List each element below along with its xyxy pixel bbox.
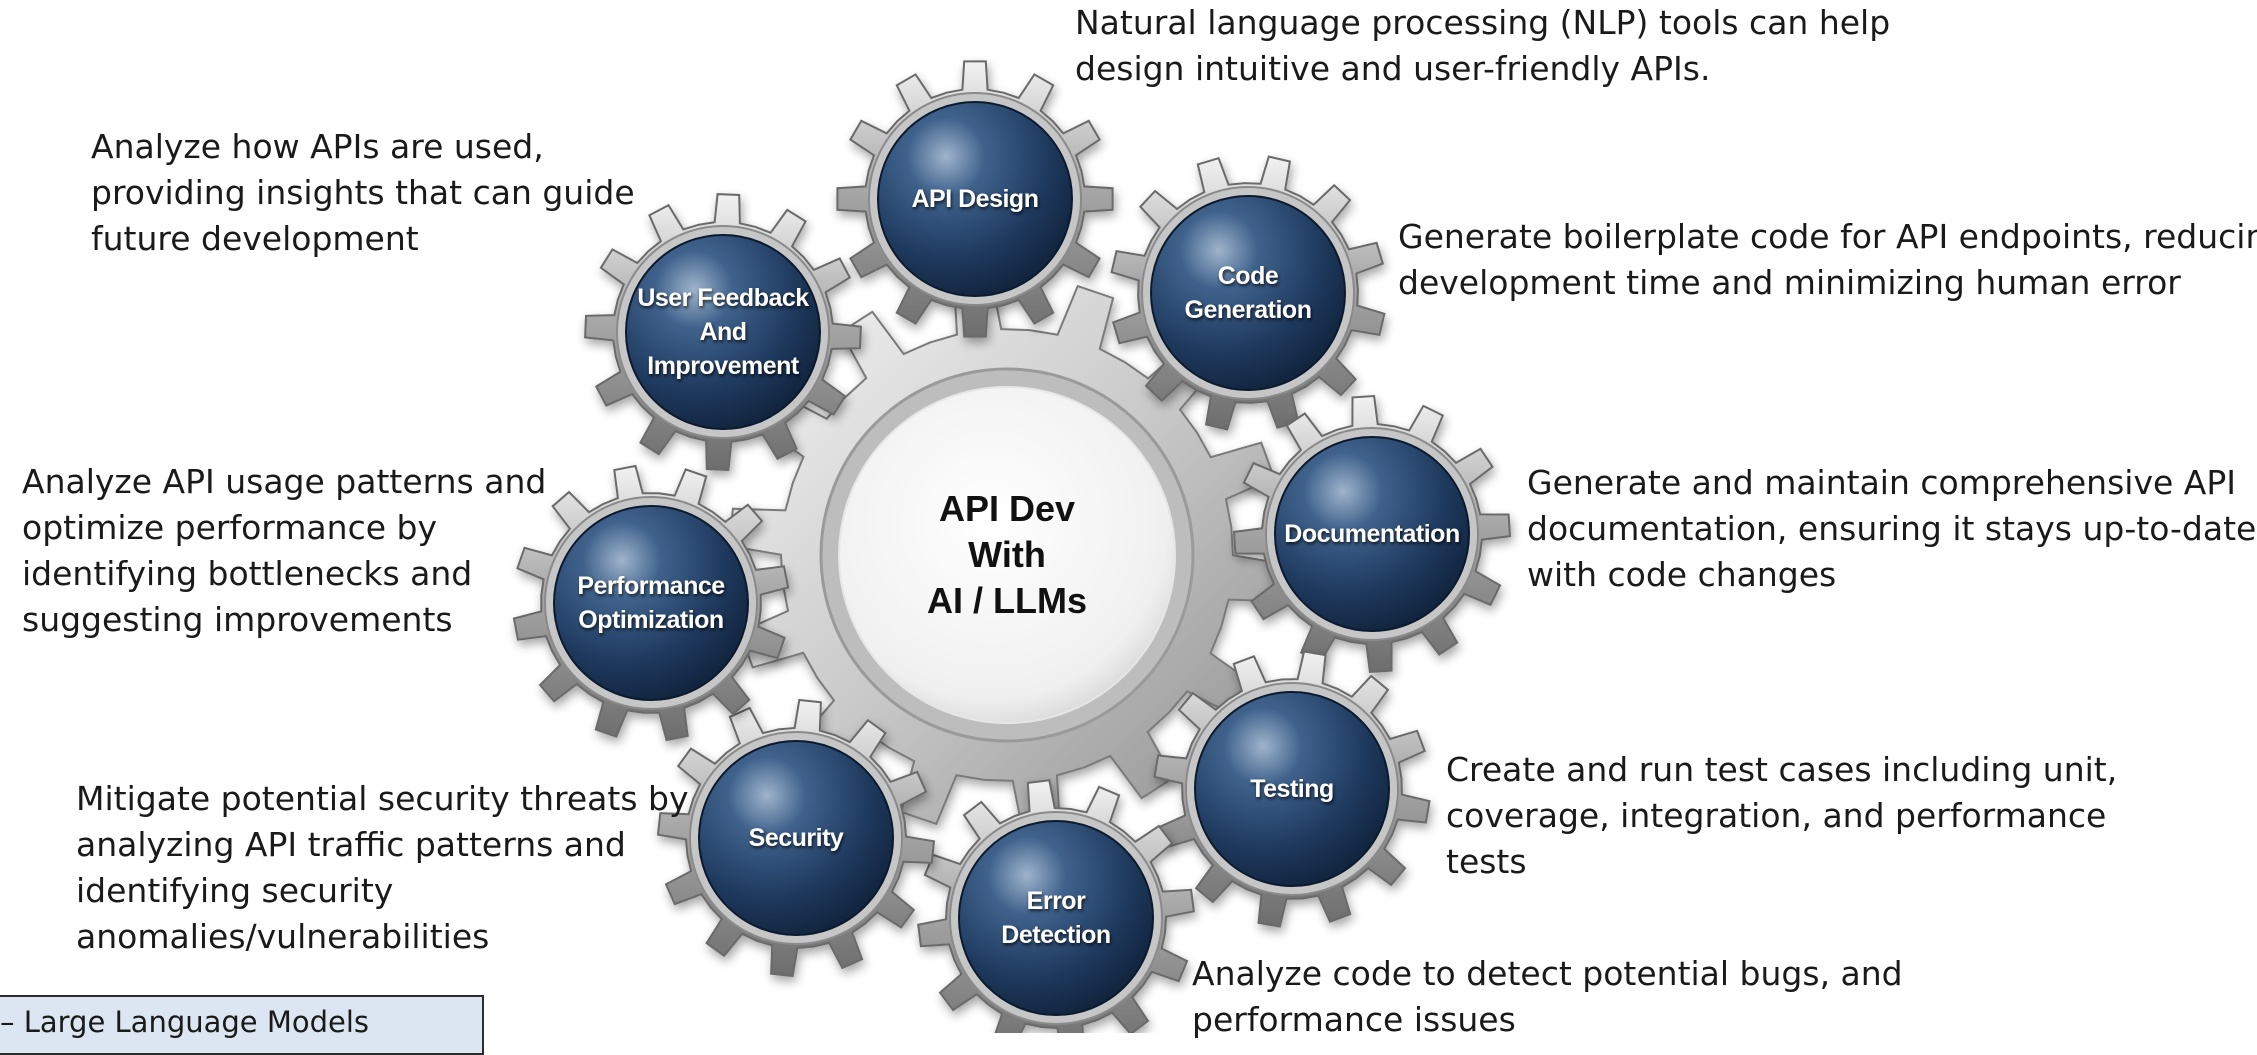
description-line: coverage, integration, and performance	[1446, 796, 2107, 835]
description-line: future development	[91, 219, 419, 258]
description-line: design intuitive and user-friendly APIs.	[1075, 49, 1711, 88]
gear-security	[656, 698, 936, 978]
gear-face	[698, 740, 894, 936]
gear-label-line: Documentation	[1284, 520, 1460, 548]
description-api-design: Natural language processing (NLP) tools …	[1075, 0, 1890, 92]
description-line: Mitigate potential security threats by	[76, 779, 689, 818]
description-user-feedback: Analyze how APIs are used, providing ins…	[91, 124, 635, 262]
gear-error-detection	[917, 779, 1195, 1033]
description-testing: Create and run test cases including unit…	[1446, 747, 2117, 885]
description-performance-optimization: Analyze API usage patterns and optimize …	[22, 459, 546, 643]
center-gear-face	[838, 386, 1176, 724]
description-line: Natural language processing (NLP) tools …	[1075, 3, 1891, 42]
description-line: performance issues	[1192, 1000, 1516, 1039]
gear-label-line: Optimization	[578, 606, 724, 634]
description-security: Mitigate potential security threats by a…	[76, 776, 689, 960]
gear-label-testing: Testing	[1250, 772, 1334, 806]
description-line: Analyze API usage patterns and	[22, 462, 547, 501]
center-title-line-1: API Dev	[938, 488, 1076, 529]
description-line: Generate and maintain comprehensive API	[1527, 463, 2236, 502]
gear-label-security: Security	[749, 821, 844, 855]
gear-face	[1274, 436, 1470, 632]
gear-label-error-detection: Error Detection	[1001, 884, 1111, 952]
description-line: Generate boilerplate code for API endpoi…	[1398, 217, 2257, 256]
gear-label-line: Security	[748, 824, 844, 852]
gear-label-line: User Feedback	[637, 284, 809, 312]
center-title-line-3: AI / LLMs	[927, 580, 1087, 621]
gear-label-line: Performance	[577, 572, 725, 600]
description-code-generation: Generate boilerplate code for API endpoi…	[1398, 214, 2257, 306]
gear-label-line: Improvement	[647, 352, 799, 380]
description-line: suggesting improvements	[22, 600, 453, 639]
center-title-line-2: With	[968, 534, 1046, 575]
description-line: Analyze how APIs are used,	[91, 127, 544, 166]
gear-face	[553, 505, 749, 701]
description-error-detection: Analyze code to detect potential bugs, a…	[1192, 951, 1903, 1043]
gear-performance-optimization	[512, 464, 790, 742]
gear-face	[958, 820, 1154, 1016]
gear-api-design	[836, 60, 1114, 338]
gear-face	[625, 234, 821, 430]
description-line: documentation, ensuring it stays up-to-d…	[1527, 509, 2257, 548]
gear-documentation	[1232, 394, 1512, 674]
description-line: identifying security	[76, 871, 394, 910]
gear-face	[1194, 691, 1390, 887]
description-line: development time and minimizing human er…	[1398, 263, 2181, 302]
description-line: with code changes	[1527, 555, 1837, 594]
gear-label-line: Generation	[1184, 296, 1312, 324]
gear-label-performance-optimization: Performance Optimization	[577, 569, 725, 637]
description-line: analyzing API traffic patterns and	[76, 825, 626, 864]
gear-label-line: Detection	[1001, 921, 1111, 949]
gear-label-user-feedback: User Feedback And Improvement	[637, 281, 809, 383]
description-documentation: Generate and maintain comprehensive API …	[1527, 460, 2256, 598]
legend-text: – Large Language Models	[0, 1005, 370, 1039]
description-line: providing insights that can guide	[91, 173, 635, 212]
gear-label-line: Code	[1217, 262, 1279, 290]
gear-label-line: Testing	[1250, 775, 1334, 803]
gear-testing	[1153, 650, 1431, 928]
center-gear	[728, 276, 1286, 834]
center-title: API Dev With AI / LLMs	[927, 486, 1087, 624]
gear-user-feedback	[584, 193, 862, 471]
gear-diagram	[512, 60, 1512, 1033]
gear-label-line: Error	[1026, 887, 1086, 915]
description-line: identifying bottlenecks and	[22, 554, 473, 593]
gear-label-documentation: Documentation	[1284, 517, 1460, 551]
gear-label-api-design: API Design	[912, 182, 1039, 216]
gear-face	[877, 101, 1073, 297]
gear-code-generation	[1110, 155, 1386, 431]
description-line: tests	[1446, 842, 1527, 881]
description-line: optimize performance by	[22, 508, 437, 547]
gear-label-code-generation: Code Generation	[1185, 259, 1312, 327]
gear-label-line: API Design	[911, 185, 1039, 213]
gear-label-line: And	[699, 318, 747, 346]
gear-face	[1150, 195, 1346, 391]
description-line: anomalies/vulnerabilities	[76, 917, 490, 956]
description-line: Create and run test cases including unit…	[1446, 750, 2118, 789]
description-line: Analyze code to detect potential bugs, a…	[1192, 954, 1903, 993]
